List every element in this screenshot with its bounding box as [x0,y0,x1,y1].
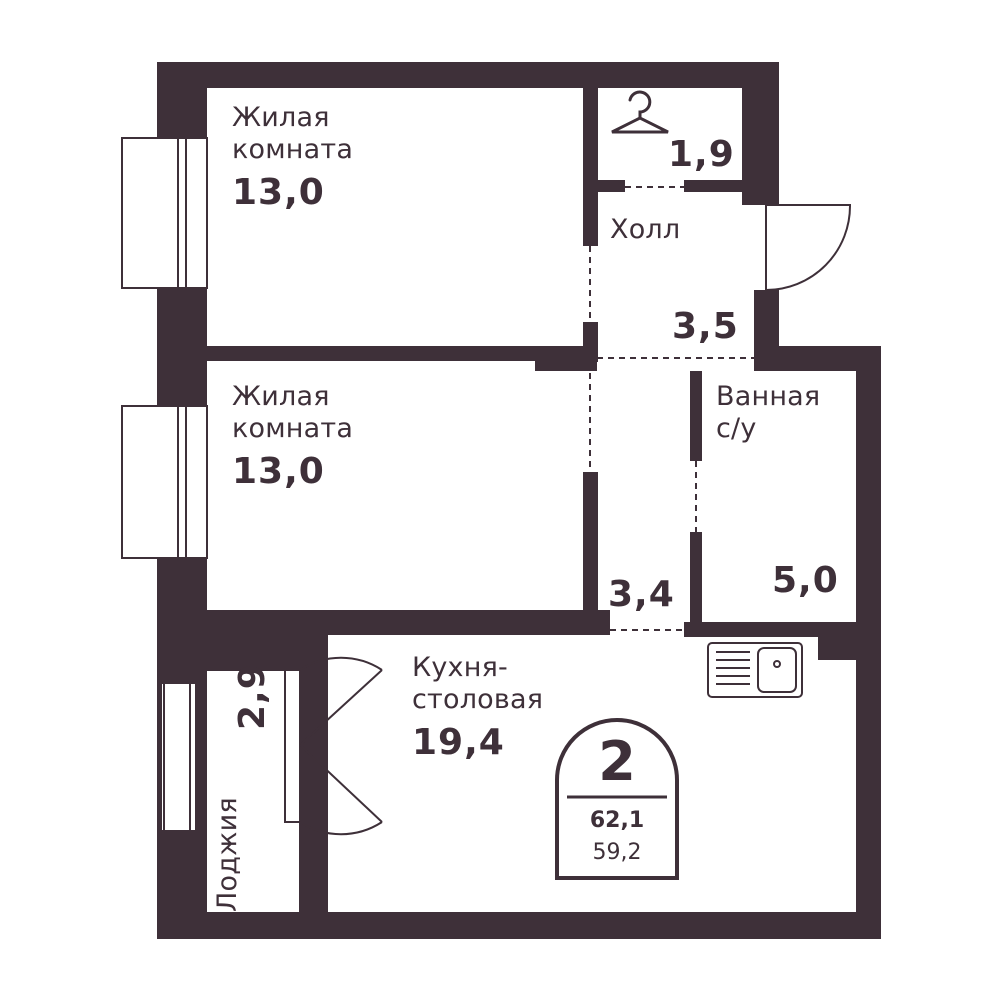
hall-name: Холл [610,214,681,245]
bathroom-name-line1: Ванная [716,381,821,412]
kitchen-area: 19,4 [412,722,505,763]
windows [121,137,301,923]
loggia-door [284,656,383,836]
living-room-2-area: 13,0 [232,451,325,492]
kitchen-label: Кухня- столовая [412,652,543,716]
badge-room-count: 2 [598,730,636,793]
living-room-1-label: Жилая комната [232,102,353,166]
entrance-door [765,204,852,291]
corridor-area: 3,4 [608,574,675,615]
bathroom-area: 5,0 [772,560,839,601]
kitchen-name-line2: столовая [412,684,544,715]
bathroom-name-line2: с/у [716,413,757,444]
zone-lines [589,186,754,631]
living-room-1-name-line2: комната [232,134,354,165]
loggia-area: 2,9 [232,663,273,730]
hanger-icon [611,90,669,134]
bathroom-label: Ванная с/у [716,381,820,445]
living-room-2-name-line2: комната [232,413,354,444]
badge-living-area: 59,2 [592,840,642,865]
living-room-1-name-line1: Жилая [232,102,330,133]
kitchen-name-line1: Кухня- [412,652,508,683]
apartment-badge [555,718,679,880]
badge-total-area: 62,1 [589,808,645,833]
sink-icon [707,642,803,698]
living-room-1-area: 13,0 [232,172,325,213]
living-room-2-label: Жилая комната [232,381,353,445]
loggia-name: Лоджия [212,797,243,912]
hall-area: 3,5 [672,306,739,347]
living-room-2-name-line1: Жилая [232,381,330,412]
wardrobe-area: 1,9 [668,134,735,175]
